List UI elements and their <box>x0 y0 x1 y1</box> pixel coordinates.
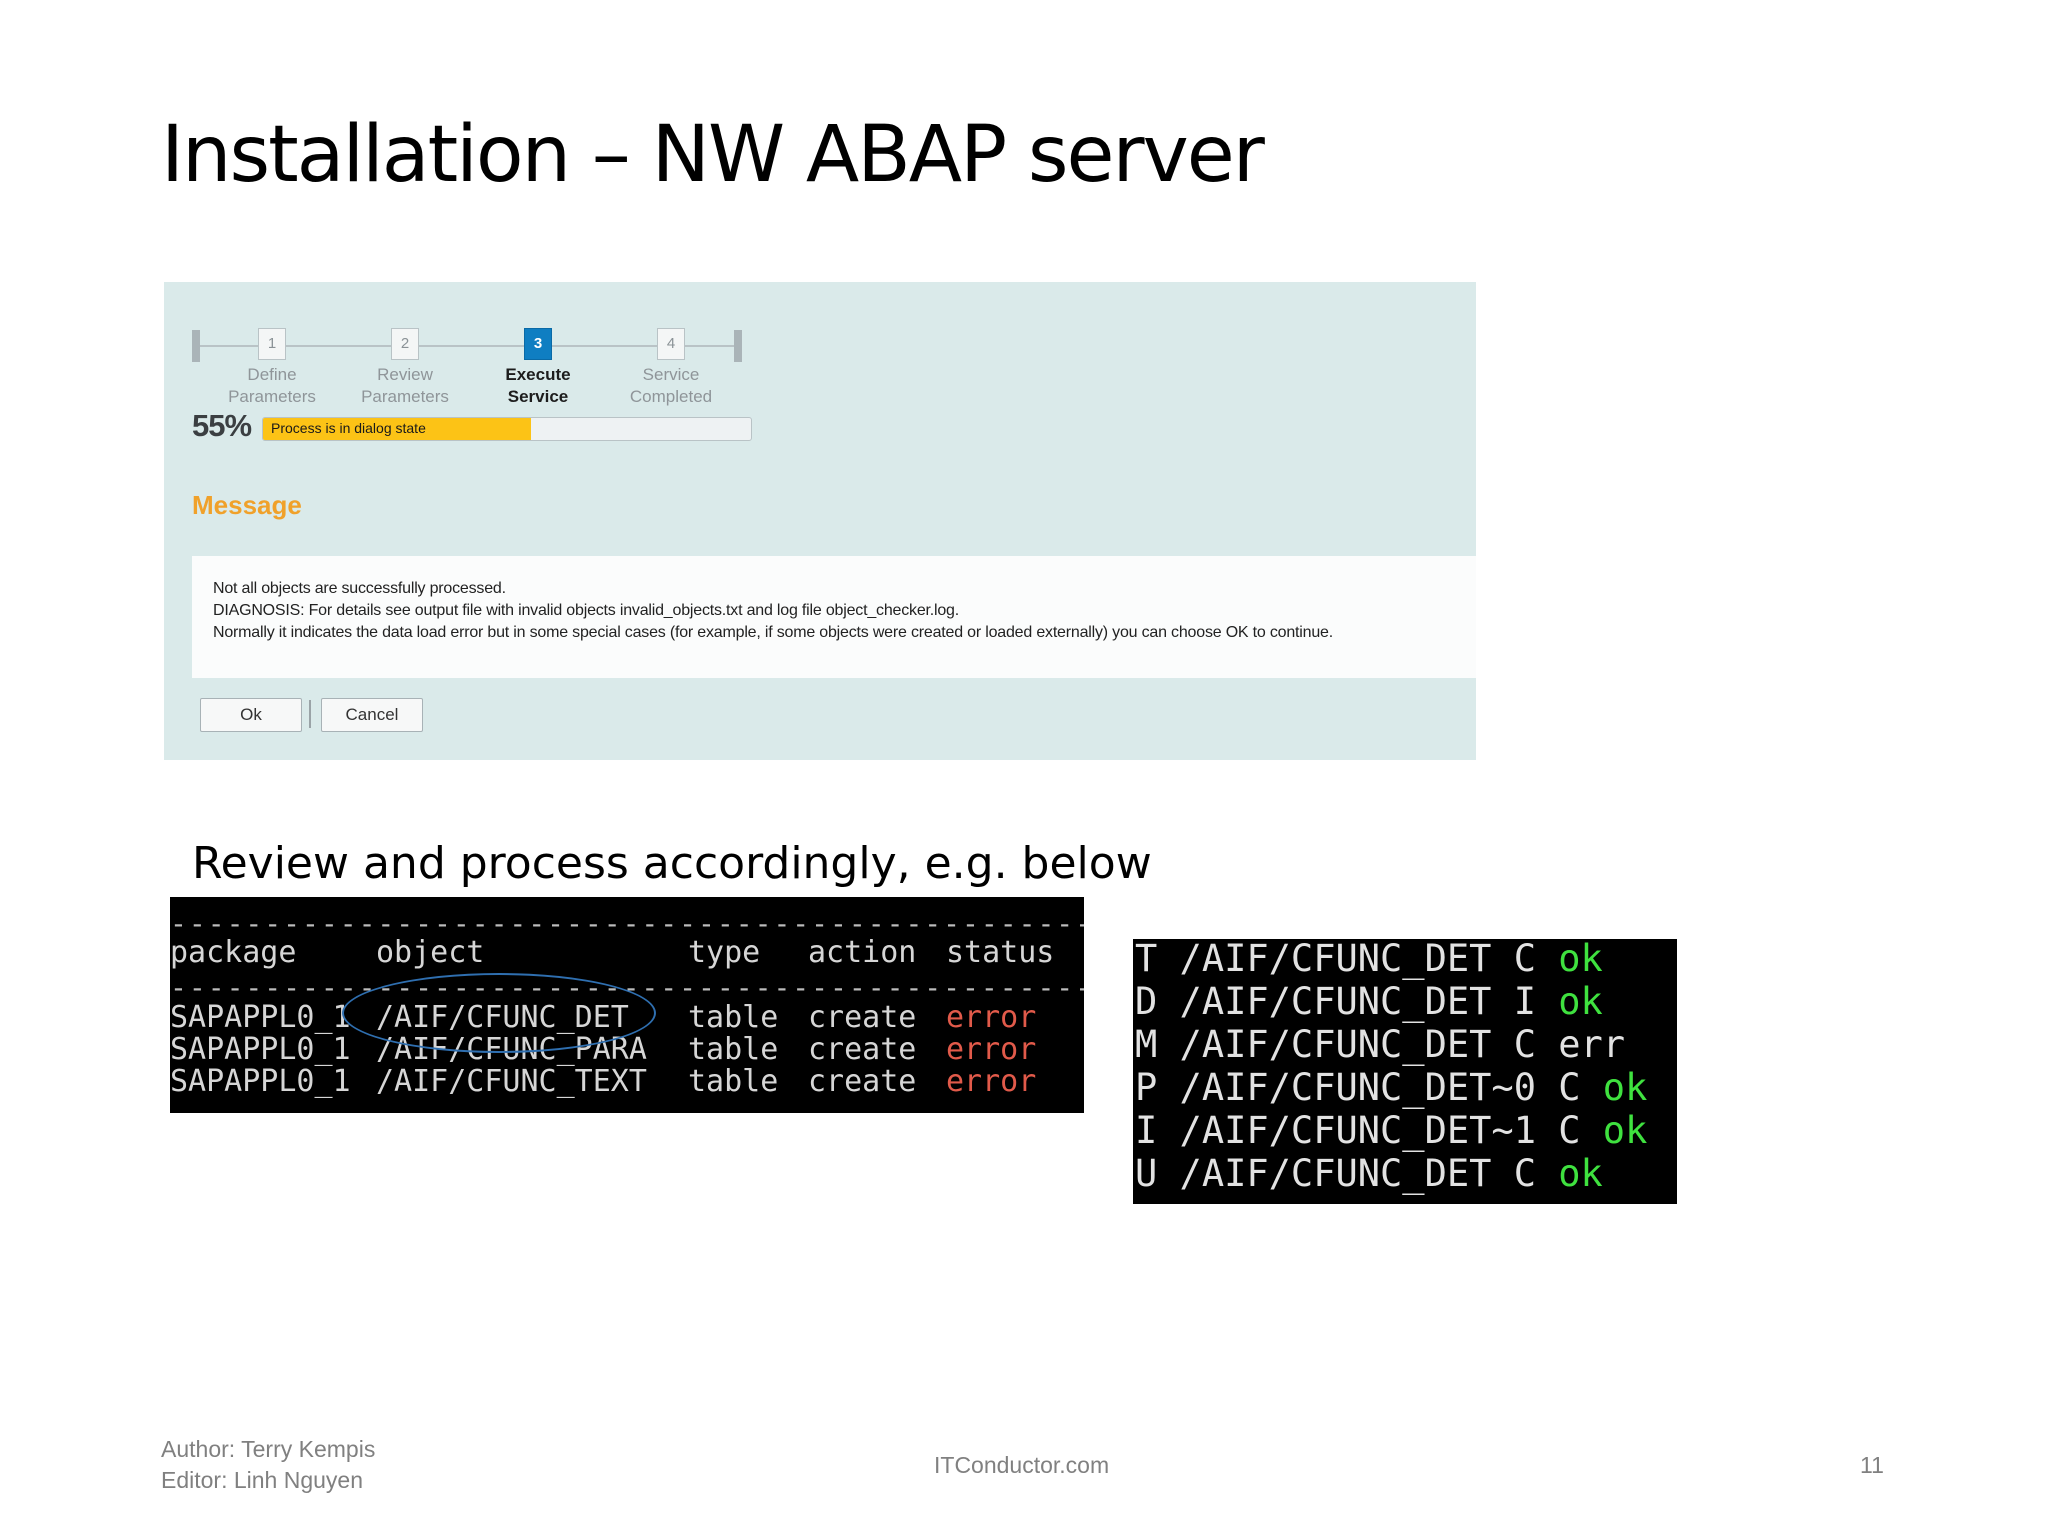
step-track-start <box>192 330 200 362</box>
row-package: SAPAPPL0_1 <box>170 1000 351 1035</box>
row-type: table <box>688 1032 779 1067</box>
footer-site: ITConductor.com <box>934 1452 1110 1478</box>
page-number: 11 <box>1860 1452 1884 1478</box>
ok-button[interactable]: Ok <box>200 698 302 732</box>
message-line: Not all objects are successfully process… <box>213 580 506 597</box>
row-status: error <box>946 1064 1037 1099</box>
row-package: SAPAPPL0_1 <box>170 1032 351 1067</box>
progress-bar: Process is in dialog state <box>262 417 752 441</box>
result-status: ok <box>1558 939 1603 980</box>
result-command: T /AIF/CFUNC_DET C <box>1135 939 1559 980</box>
object-checker-terminal: ----------------------------------------… <box>170 897 1084 1113</box>
header-type: type <box>688 935 761 970</box>
row-package: SAPAPPL0_1 <box>170 1064 351 1099</box>
message-line: Normally it indicates the data load erro… <box>213 624 1333 641</box>
step-number: 2 <box>391 328 419 360</box>
result-row: M /AIF/CFUNC_DET C err <box>1135 1023 1625 1066</box>
header-package: package <box>170 935 297 970</box>
result-row: P /AIF/CFUNC_DET~0 C ok <box>1135 1066 1647 1109</box>
step-number: 3 <box>524 328 552 360</box>
message-line: DIAGNOSIS: For details see output file w… <box>213 602 959 619</box>
row-status: error <box>946 1000 1037 1035</box>
footer-author: Author: Terry Kempis <box>161 1436 376 1462</box>
caption-text: Review and process accordingly, e.g. bel… <box>192 838 1152 889</box>
button-separator <box>309 700 311 728</box>
result-status: err <box>1558 1023 1626 1066</box>
header-action: action <box>808 935 917 970</box>
row-object: /AIF/CFUNC_TEXT <box>376 1064 647 1099</box>
results-terminal: T /AIF/CFUNC_DET C ok D /AIF/CFUNC_DET I… <box>1133 939 1677 1204</box>
step-number: 4 <box>657 328 685 360</box>
row-status: error <box>946 1032 1037 1067</box>
cancel-button[interactable]: Cancel <box>321 698 423 732</box>
row-type: table <box>688 1064 779 1099</box>
result-row: D /AIF/CFUNC_DET I ok <box>1135 980 1603 1023</box>
result-command: D /AIF/CFUNC_DET I <box>1135 980 1559 1023</box>
result-status: ok <box>1558 980 1603 1023</box>
result-command: M /AIF/CFUNC_DET C <box>1135 1023 1559 1066</box>
result-row: U /AIF/CFUNC_DET C ok <box>1135 1152 1603 1195</box>
result-row: T /AIF/CFUNC_DET C ok <box>1135 939 1603 980</box>
footer-editor: Editor: Linh Nguyen <box>161 1467 364 1493</box>
message-heading: Message <box>192 490 302 520</box>
row-type: table <box>688 1000 779 1035</box>
result-status: ok <box>1602 1109 1648 1152</box>
dash-line: ----------------------------------------… <box>170 907 1084 940</box>
highlight-ellipse <box>342 973 656 1053</box>
result-command: I /AIF/CFUNC_DET~1 C <box>1135 1109 1603 1152</box>
header-status: status <box>946 935 1055 970</box>
progress-status-text: Process is in dialog state <box>271 420 426 436</box>
result-command: P /AIF/CFUNC_DET~0 C <box>1135 1066 1603 1109</box>
slide-title: Installation – NW ABAP server <box>161 110 1265 200</box>
message-box: Not all objects are successfully process… <box>192 556 1476 678</box>
header-object: object <box>376 935 485 970</box>
step-track-end <box>734 330 742 362</box>
result-status: ok <box>1602 1066 1648 1109</box>
result-command: U /AIF/CFUNC_DET C <box>1135 1152 1559 1195</box>
progress-fill <box>263 418 532 440</box>
row-action: create <box>808 1064 917 1099</box>
step-number: 1 <box>258 328 286 360</box>
result-status: ok <box>1558 1152 1603 1195</box>
progress-percent: 55% <box>192 408 252 443</box>
row-action: create <box>808 1000 917 1035</box>
row-action: create <box>808 1032 917 1067</box>
result-row: I /AIF/CFUNC_DET~1 C ok <box>1135 1109 1647 1152</box>
step-track <box>192 345 742 347</box>
